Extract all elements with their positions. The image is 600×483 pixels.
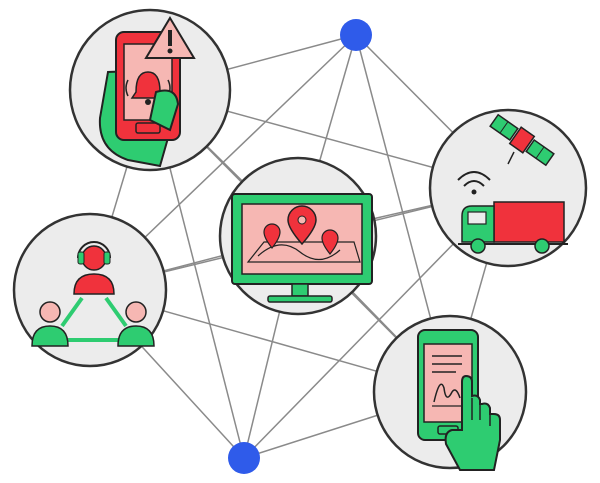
satellite-truck-icon [457,113,568,254]
e-signature-node [372,314,528,471]
phone-signature-icon [417,329,501,471]
mobile-alert-icon [98,16,196,168]
support-team-icon [31,241,155,347]
hub-top-dot [340,19,372,51]
map-monitor-node [218,156,378,316]
hub-bottom-dot [228,442,260,474]
monitor-map-icon [231,193,373,303]
mobile-alert-node [68,8,232,172]
gps-truck-node [428,108,588,268]
support-team-node [12,212,168,368]
